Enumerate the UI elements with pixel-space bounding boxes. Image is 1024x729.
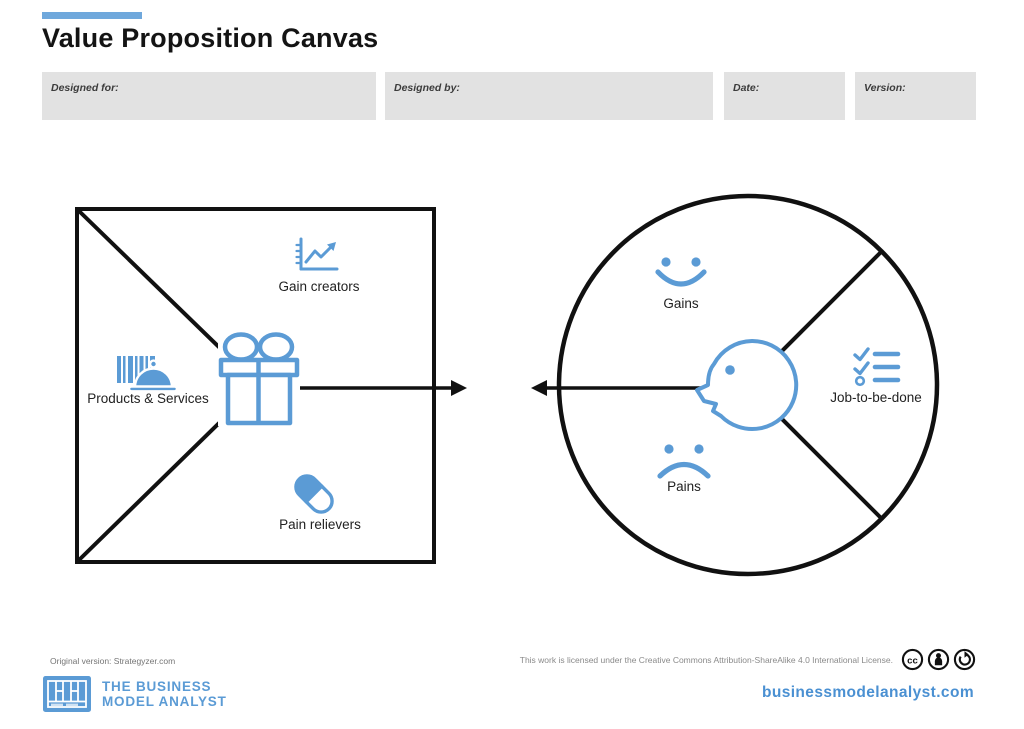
pain-relievers-label: Pain relievers [279, 517, 361, 532]
products-services-icon [117, 356, 179, 393]
designed-for-field[interactable]: Designed for: [42, 72, 376, 120]
pill-icon [294, 474, 334, 514]
logo-grid-icon [43, 676, 91, 712]
designed-for-label: Designed for: [51, 82, 119, 94]
cc-badges: cc [901, 648, 976, 671]
growth-chart-icon [295, 237, 339, 271]
version-label: Version: [864, 82, 906, 94]
cc-icon[interactable]: cc [901, 648, 924, 671]
checklist-icon [853, 347, 901, 387]
version-field[interactable]: Version: [855, 72, 976, 120]
value-map-square: Gain creators Products & Services Pain r… [75, 207, 467, 564]
attribution-icon[interactable] [927, 648, 950, 671]
designed-by-label: Designed by: [394, 82, 460, 94]
license-row: This work is licensed under the Creative… [430, 648, 976, 671]
title-accent-bar [42, 12, 142, 19]
gain-creators-label: Gain creators [278, 279, 359, 294]
license-text: This work is licensed under the Creative… [519, 654, 893, 665]
website-link[interactable]: businessmodelanalyst.com [761, 684, 974, 701]
frowny-icon [657, 444, 711, 479]
svg-text:cc: cc [907, 655, 918, 666]
logo-text: THE BUSINESS MODEL ANALYST [102, 679, 227, 709]
sharealike-icon[interactable] [953, 648, 976, 671]
smiley-icon [655, 257, 707, 287]
customer-face-icon [695, 338, 799, 431]
pains-label: Pains [667, 479, 701, 494]
business-model-analyst-logo: THE BUSINESS MODEL ANALYST [42, 675, 227, 713]
designed-by-field[interactable]: Designed by: [385, 72, 713, 120]
customer-profile-circle: Gains Pains Job-to-be-done [531, 193, 940, 577]
logo-line1: THE BUSINESS [102, 679, 212, 694]
products-services-label: Products & Services [87, 391, 209, 406]
original-version-note: Original version: Strategyzer.com [50, 656, 176, 666]
jobs-label: Job-to-be-done [830, 390, 922, 405]
date-field[interactable]: Date: [724, 72, 845, 120]
date-label: Date: [733, 82, 760, 94]
gift-icon [218, 331, 300, 426]
page-title: Value Proposition Canvas [42, 23, 379, 53]
gains-label: Gains [663, 296, 699, 311]
logo-line2: MODEL ANALYST [102, 694, 227, 709]
